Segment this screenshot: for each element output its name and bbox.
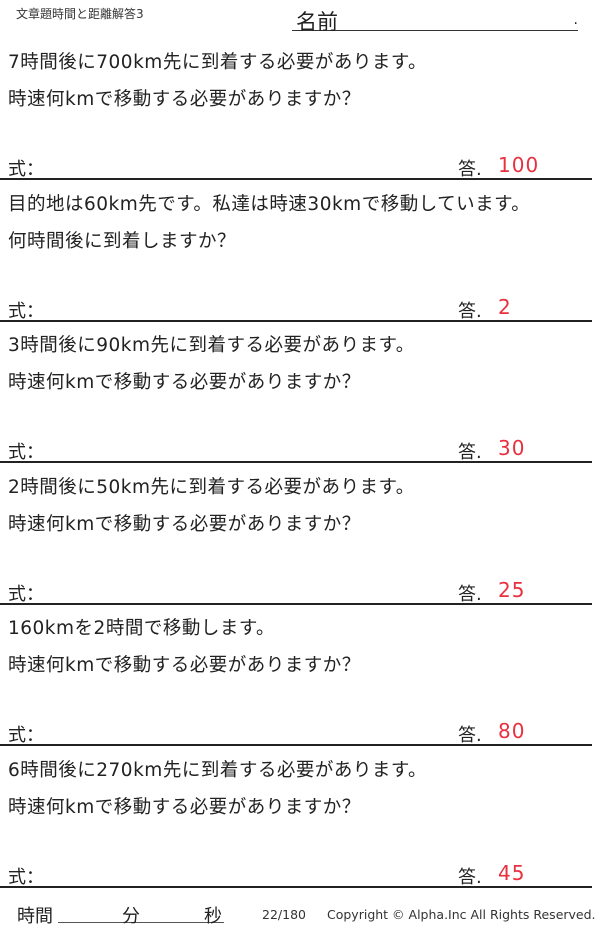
worksheet-title: 文章題時間と距離解答3 <box>16 7 144 21</box>
answer-label: 答. <box>458 300 482 322</box>
question-line-1: 7時間後に700km先に到着する必要があります。 <box>8 52 427 73</box>
question-line-2: 時速何kmで移動する必要がありますか？ <box>8 797 361 818</box>
problem-block: 目的地は60km先です。私達は時速30kmで移動しています。 何時間後に到着しま… <box>0 179 592 322</box>
answer-value: 80 <box>498 719 526 744</box>
answer-value: 30 <box>498 436 526 461</box>
footer: 時間 分 秒 22/180 Copyright © Alpha.Inc All … <box>0 900 600 928</box>
copyright: Copyright © Alpha.Inc All Rights Reserve… <box>327 907 596 922</box>
formula-label: 式： <box>8 867 44 888</box>
answer-label: 答. <box>458 725 482 747</box>
answer-label: 答. <box>458 159 482 180</box>
page-number: 22/180 <box>262 907 306 922</box>
answer-value: 25 <box>498 577 526 602</box>
problem-block: 2時間後に50km先に到着する必要があります。 時速何kmで移動する必要がありま… <box>0 462 592 605</box>
answer-value: 45 <box>498 861 526 885</box>
name-field[interactable]: 名前 . <box>292 8 578 34</box>
time-input-line[interactable] <box>58 922 224 923</box>
seconds-label: 秒 <box>204 906 222 927</box>
name-label: 名前 <box>296 10 338 34</box>
problem-block: 6時間後に270km先に到着する必要があります。 時速何kmで移動する必要があり… <box>0 745 592 888</box>
question-line-2: 時速何kmで移動する必要がありますか？ <box>8 513 361 535</box>
problem-block: 7時間後に700km先に到着する必要があります。 時速何kmで移動する必要があり… <box>0 37 592 180</box>
question-line-1: 目的地は60km先です。私達は時速30kmで移動しています。 <box>8 193 531 215</box>
minutes-label: 分 <box>122 906 140 927</box>
problem-block: 3時間後に90km先に到着する必要があります。 時速何kmで移動する必要がありま… <box>0 320 592 464</box>
question-line-1: 160kmを2時間で移動します。 <box>8 618 275 640</box>
time-label: 時間 <box>17 906 53 927</box>
name-dot: . <box>573 12 578 28</box>
question-line-2: 時速何kmで移動する必要がありますか？ <box>8 89 361 110</box>
question-line-2: 時速何kmで移動する必要がありますか？ <box>8 372 361 394</box>
formula-label: 式： <box>8 159 44 180</box>
answer-label: 答. <box>458 867 482 888</box>
question-line-2: 時速何kmで移動する必要がありますか？ <box>8 655 361 677</box>
answer-value: 2 <box>498 294 512 319</box>
formula-label: 式： <box>8 583 44 605</box>
question-line-1: 3時間後に90km先に到着する必要があります。 <box>8 335 415 357</box>
question-line-2: 何時間後に到着しますか？ <box>8 230 237 252</box>
answer-value: 100 <box>498 153 540 177</box>
answer-label: 答. <box>458 442 482 464</box>
answer-label: 答. <box>458 583 482 605</box>
question-line-1: 6時間後に270km先に到着する必要があります。 <box>8 760 427 781</box>
formula-label: 式： <box>8 300 44 322</box>
problem-block: 160kmを2時間で移動します。 時速何kmで移動する必要がありますか？ 式： … <box>0 603 592 747</box>
formula-label: 式： <box>8 725 44 747</box>
question-line-1: 2時間後に50km先に到着する必要があります。 <box>8 476 415 498</box>
formula-label: 式： <box>8 442 44 464</box>
